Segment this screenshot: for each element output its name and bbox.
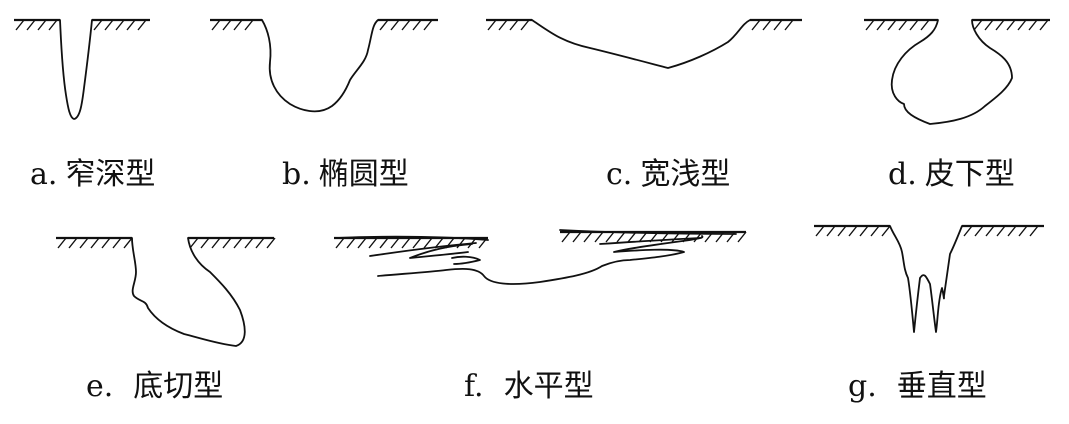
figure-label-e: e. 底切型 — [86, 372, 223, 402]
figure-label-c-prefix: c. — [606, 157, 633, 192]
figure-label-d: d.皮下型 — [888, 160, 1015, 190]
pit-shape-g — [889, 225, 963, 333]
ground-surface-1 — [14, 18, 60, 31]
figure-label-a-prefix: a. — [30, 157, 58, 192]
ground-surface-6 — [750, 18, 802, 31]
ground-surface-2 — [92, 18, 150, 31]
figure-label-d-prefix: d. — [888, 157, 917, 192]
pit-shape-b — [261, 19, 379, 113]
pit-shape-f — [335, 229, 737, 285]
ground-surface-3 — [210, 18, 262, 31]
figure-label-g: g. 垂直型 — [848, 372, 987, 402]
ground-surface-4 — [378, 18, 438, 31]
figure-label-b-prefix: b. — [282, 157, 311, 192]
figure-label-c: c.宽浅型 — [606, 160, 730, 190]
figure-label-e-prefix: e. — [86, 369, 114, 404]
figure-label-e-name: 底切型 — [133, 369, 224, 404]
ground-surface-5 — [486, 18, 532, 31]
figure-label-g-prefix: g. — [848, 369, 877, 404]
figure-label-b: b.椭圆型 — [282, 160, 409, 190]
ground-surface-7 — [864, 18, 938, 31]
figure-label-a-name: 窄深型 — [65, 157, 156, 192]
figure-label-c-name: 宽浅型 — [640, 157, 731, 192]
pit-shape-e — [131, 237, 246, 347]
figure-label-f-name: 水平型 — [503, 369, 594, 404]
ground-surface-14 — [962, 224, 1044, 237]
figure-label-f: f. 水平型 — [464, 372, 594, 402]
pit-shape-d — [890, 19, 1013, 125]
figure-label-b-name: 椭圆型 — [318, 157, 409, 192]
pit-shape-a — [59, 19, 93, 120]
ground-surface-9 — [56, 236, 133, 249]
figure-label-f-prefix: f. — [464, 369, 484, 404]
ground-surfaces — [14, 18, 1050, 249]
figure-label-d-name: 皮下型 — [924, 157, 1015, 192]
pit-shape-c — [531, 19, 751, 69]
figure-label-g-name: 垂直型 — [896, 369, 987, 404]
ground-surface-13 — [814, 224, 891, 237]
ground-surface-11 — [334, 236, 488, 249]
figure-label-a: a.窄深型 — [30, 160, 155, 190]
ground-surface-10 — [188, 236, 276, 249]
ground-surface-8 — [972, 18, 1050, 31]
